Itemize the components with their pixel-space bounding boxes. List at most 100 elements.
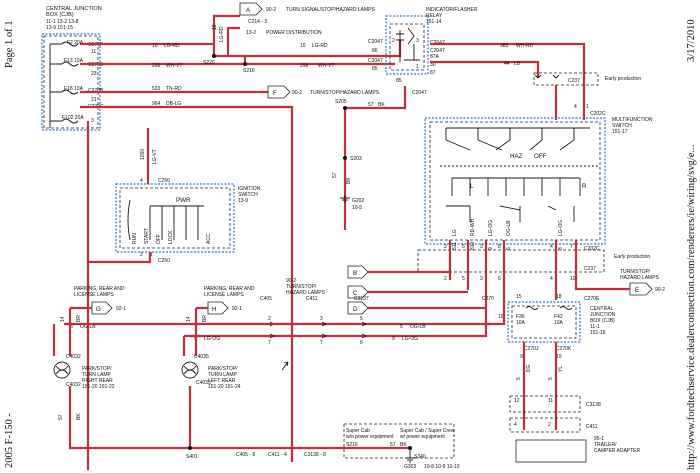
connector-d[interactable]: D <box>347 301 369 315</box>
c202c-box <box>417 249 605 273</box>
wire-label-lgrd: LG-RD <box>164 43 180 49</box>
relay-pin-30: 30 <box>430 62 436 68</box>
c405-label: C405 <box>260 296 272 302</box>
vwire-511: 511 <box>452 242 458 250</box>
relay-pin-2: 2 <box>392 38 395 44</box>
ignition-pwr: PWR <box>176 197 191 204</box>
connector-c[interactable]: C <box>347 285 369 299</box>
wire-5-label-b: 5 <box>400 324 403 330</box>
connector-a[interactable]: A 90-2 TURN SIGNAL/STOP/HAZARD LAMPS <box>239 2 375 16</box>
relay-pin-86: 86 <box>372 48 378 54</box>
vwire-5: 5 <box>506 247 512 250</box>
mfs-outline <box>424 117 606 245</box>
trailer-w11: 11 <box>548 398 553 404</box>
connector-c-letter: C <box>353 290 358 297</box>
connector-f[interactable]: F 90-2 TURN/STOP/HAZARD LAMPS <box>267 85 380 99</box>
connector-c-box[interactable] <box>347 285 369 299</box>
connector-h[interactable]: H 92-1 <box>207 301 242 315</box>
wire-964-dblg <box>80 105 294 462</box>
cjb-right-c270k: C270K <box>556 346 572 352</box>
splice-s210 <box>243 62 247 66</box>
ignition-p4: 4 <box>140 178 143 184</box>
cjb-right-c270j: C270J <box>524 346 539 352</box>
c202c-pin: 2 <box>444 244 447 250</box>
wire-9-left <box>182 334 200 356</box>
trailer-dg: DG <box>526 364 532 372</box>
mfs-inner <box>429 121 601 241</box>
super-cab-2: w/o power equipment <box>346 434 394 440</box>
wire-label-533: 533 <box>152 86 161 92</box>
connector-b-box[interactable] <box>347 265 369 279</box>
connector-g[interactable]: G 92-1 <box>91 301 126 315</box>
wire-label-298: 298 <box>152 63 161 69</box>
source-url[interactable]: http://www.fordtechservice.dealerconnect… <box>686 145 697 470</box>
c411-label: C411 <box>306 296 318 302</box>
pdist-ref: 13-2 <box>246 30 256 36</box>
vwire-3c: LG-OG <box>558 220 564 236</box>
connector-a-box[interactable] <box>239 2 263 16</box>
mid-pin-2: 2 <box>268 316 271 322</box>
ignition-title: IGNITION <box>238 186 261 192</box>
super-cab-w57c: BK <box>400 442 407 448</box>
c202c-pin: 8 <box>498 244 501 250</box>
connector-d-box[interactable] <box>347 301 369 315</box>
connector-f-ref: 90-2 <box>292 90 302 96</box>
super-cab-1: Super Cab <box>346 428 370 434</box>
c237-pin: 6 <box>498 276 501 282</box>
connector-h-box[interactable] <box>207 301 229 315</box>
super-crew-1: Super Cab / Super Crew <box>400 428 455 434</box>
fuse-symbol <box>525 306 573 310</box>
relay-wire-44-color: LB <box>514 61 521 67</box>
cjb-bus <box>49 43 62 128</box>
ground-g202-icon <box>340 195 350 203</box>
ignition-contacts <box>149 205 204 240</box>
wire-19-color: LG-RD <box>219 26 225 42</box>
wire-9-color-b: LG-OG <box>402 336 418 342</box>
ignition-title2: SWITCH <box>238 192 258 198</box>
c237-pin: 4 <box>550 276 553 282</box>
fuse-symbol <box>61 89 79 95</box>
trailer-ref: 95-1 <box>594 436 604 442</box>
trailer-w12: 12 <box>514 398 520 404</box>
mid-wire-labels: C405 C411 C3137 5 OG-LB 5 OG-LB 9 LG-OG … <box>70 296 426 458</box>
cjb-right-p15: 15 <box>516 294 522 300</box>
connector-g-box[interactable] <box>91 301 113 315</box>
mfs-ref: 151-17 <box>612 129 628 135</box>
wire-e <box>574 280 630 291</box>
relay-coil-icon <box>396 27 420 62</box>
relay-pin-85: 85 <box>372 66 378 72</box>
connector-f-box[interactable] <box>267 85 291 99</box>
early-prod-top-label: Early production <box>605 76 641 82</box>
trailer-title: TRAILER/ <box>594 442 617 448</box>
fuse-f102: F102 20A <box>62 115 84 121</box>
connector-a-letter: A <box>246 7 251 14</box>
relay-pin-87a: 87A <box>430 54 440 60</box>
connector-e-box[interactable] <box>629 282 653 296</box>
wire-57-label: 57 <box>368 102 374 108</box>
wire-14-b: 14 <box>186 316 192 322</box>
mfs-r: R <box>582 183 587 190</box>
cjb-right-inner <box>511 305 577 339</box>
connector-g-ref: 92-1 <box>116 306 126 312</box>
super-crew-2: w/ power equipment <box>400 434 445 440</box>
connector-e[interactable]: E 90-2 <box>629 282 665 296</box>
ignition-c250b: C250 <box>158 258 170 264</box>
relay-wire-385-color: WH-RD <box>516 43 534 49</box>
bcd-ref: 90-2 <box>286 278 296 284</box>
connector-a-text: TURN SIGNAL/STOP/HAZARD LAMPS <box>286 7 375 13</box>
connector-b[interactable]: B <box>347 265 369 279</box>
wire-385-whrd <box>430 42 586 120</box>
ignition-p1: 1 <box>150 252 153 258</box>
wire-5-color-b: OG-LB <box>410 324 426 330</box>
right-tsh-text2: HAZARD LAMPS <box>620 275 660 281</box>
relay-pin-85b: 85 <box>396 78 402 84</box>
c4032-b: C4032 <box>66 382 81 388</box>
c237-pin: 10 <box>570 276 576 282</box>
c202c-pin: 3 <box>480 244 483 250</box>
cjb-left-outline <box>41 33 101 131</box>
parking-text2-b: LICENSE LAMPS <box>204 292 244 298</box>
c4035-a: C4035 <box>194 354 209 360</box>
wire-14-left <box>194 306 208 356</box>
ignition-pos: START <box>144 228 150 244</box>
